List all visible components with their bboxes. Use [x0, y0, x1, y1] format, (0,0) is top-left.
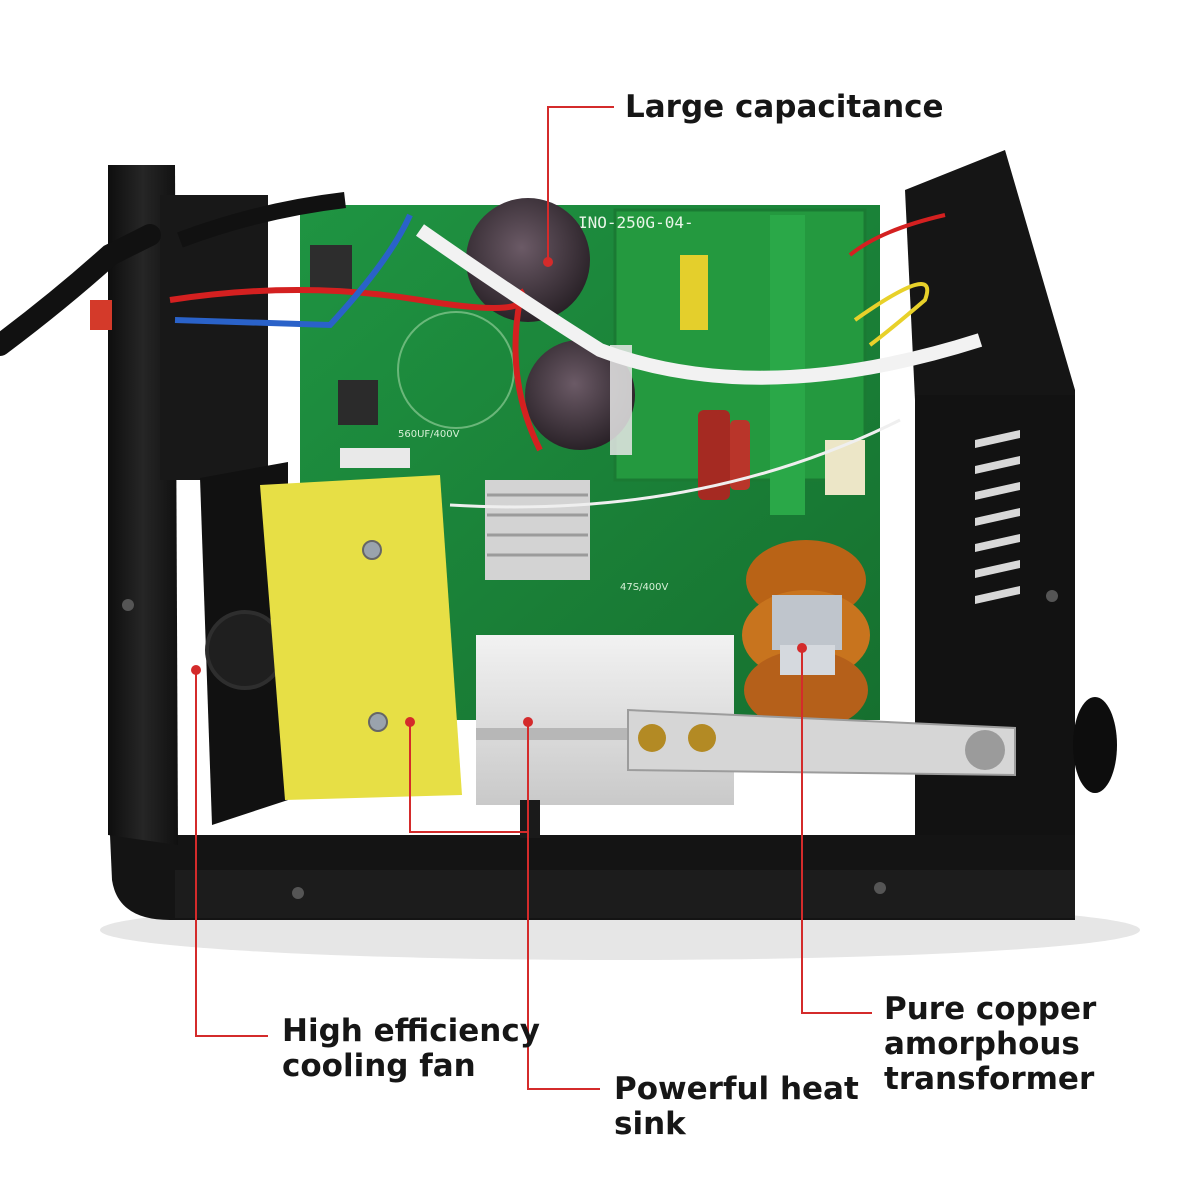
- callout-transformer: Pure copper amorphous transformer: [884, 992, 1096, 1097]
- screw-icon: [874, 882, 886, 894]
- screw-icon: [1046, 590, 1058, 602]
- wire-yellow: [853, 282, 930, 347]
- red-dot-icon: [405, 717, 415, 727]
- callout-line: amorphous: [884, 1026, 1080, 1062]
- callout-line: cooling fan: [282, 1048, 476, 1084]
- yellow-component: [680, 255, 708, 330]
- bolt-icon: [965, 730, 1005, 770]
- film-capacitor: [730, 420, 750, 490]
- relay: [310, 245, 352, 293]
- output-busbar: [627, 708, 1016, 777]
- heat-sink-support: [520, 800, 540, 838]
- transformer: [742, 540, 870, 730]
- callout-large-capacitance: Large capacitance: [625, 90, 944, 125]
- red-dot-icon: [191, 665, 201, 675]
- pcb-cap-rating: 560UF/400V: [398, 429, 460, 440]
- callout-line: Powerful heat: [614, 1071, 859, 1107]
- vent-slots: [975, 430, 1020, 604]
- output-terminal: [1073, 697, 1117, 793]
- screw-icon: [122, 599, 134, 611]
- heatsink-fins: [487, 493, 588, 557]
- callout-line: High efficiency: [282, 1013, 540, 1049]
- power-cord: [0, 224, 161, 356]
- screw-icon: [362, 540, 382, 560]
- callout-lines: [195, 106, 872, 1090]
- film-capacitor: [698, 410, 730, 500]
- wire-thin-white: [449, 418, 901, 509]
- callout-line: Pure copper: [884, 991, 1097, 1027]
- screw-icon: [368, 712, 388, 732]
- red-dot-icon: [543, 257, 553, 267]
- screw-icon: [292, 887, 304, 899]
- red-dot-icon: [797, 643, 807, 653]
- wire-blue: [174, 213, 413, 329]
- chassis-left-inner: [160, 195, 268, 480]
- resistor-block: [338, 380, 378, 425]
- cord-grommet: [90, 300, 112, 330]
- bolt-icon: [688, 724, 716, 752]
- callout-line: sink: [614, 1106, 686, 1142]
- pcb-model-text: INO-250G-04-: [578, 213, 694, 232]
- wire-red: [169, 287, 526, 311]
- callout-heat-sink: Powerful heat sink: [614, 1072, 859, 1142]
- wire-red-right: [848, 213, 946, 257]
- wire-red: [512, 299, 543, 452]
- beige-component: [825, 440, 865, 495]
- wire-black-cord: [177, 192, 346, 248]
- callout-line: Large capacitance: [625, 89, 944, 125]
- chip-label: [340, 448, 410, 468]
- capacitor-bottom: [525, 340, 635, 450]
- callout-cooling-fan: High efficiency cooling fan: [282, 1014, 540, 1084]
- red-dot-icon: [523, 717, 533, 727]
- bolt-icon: [638, 724, 666, 752]
- callout-line: transformer: [884, 1061, 1095, 1097]
- small-heatsink: [485, 480, 590, 580]
- wire-white-ribbon: [415, 224, 983, 385]
- insulator-plate: [260, 475, 462, 800]
- chassis-base-lip: [175, 870, 1075, 918]
- capacitor-band: [610, 345, 632, 455]
- callout-dots: [191, 257, 807, 727]
- pcb-cap-rating-2: 47S/400V: [620, 582, 669, 593]
